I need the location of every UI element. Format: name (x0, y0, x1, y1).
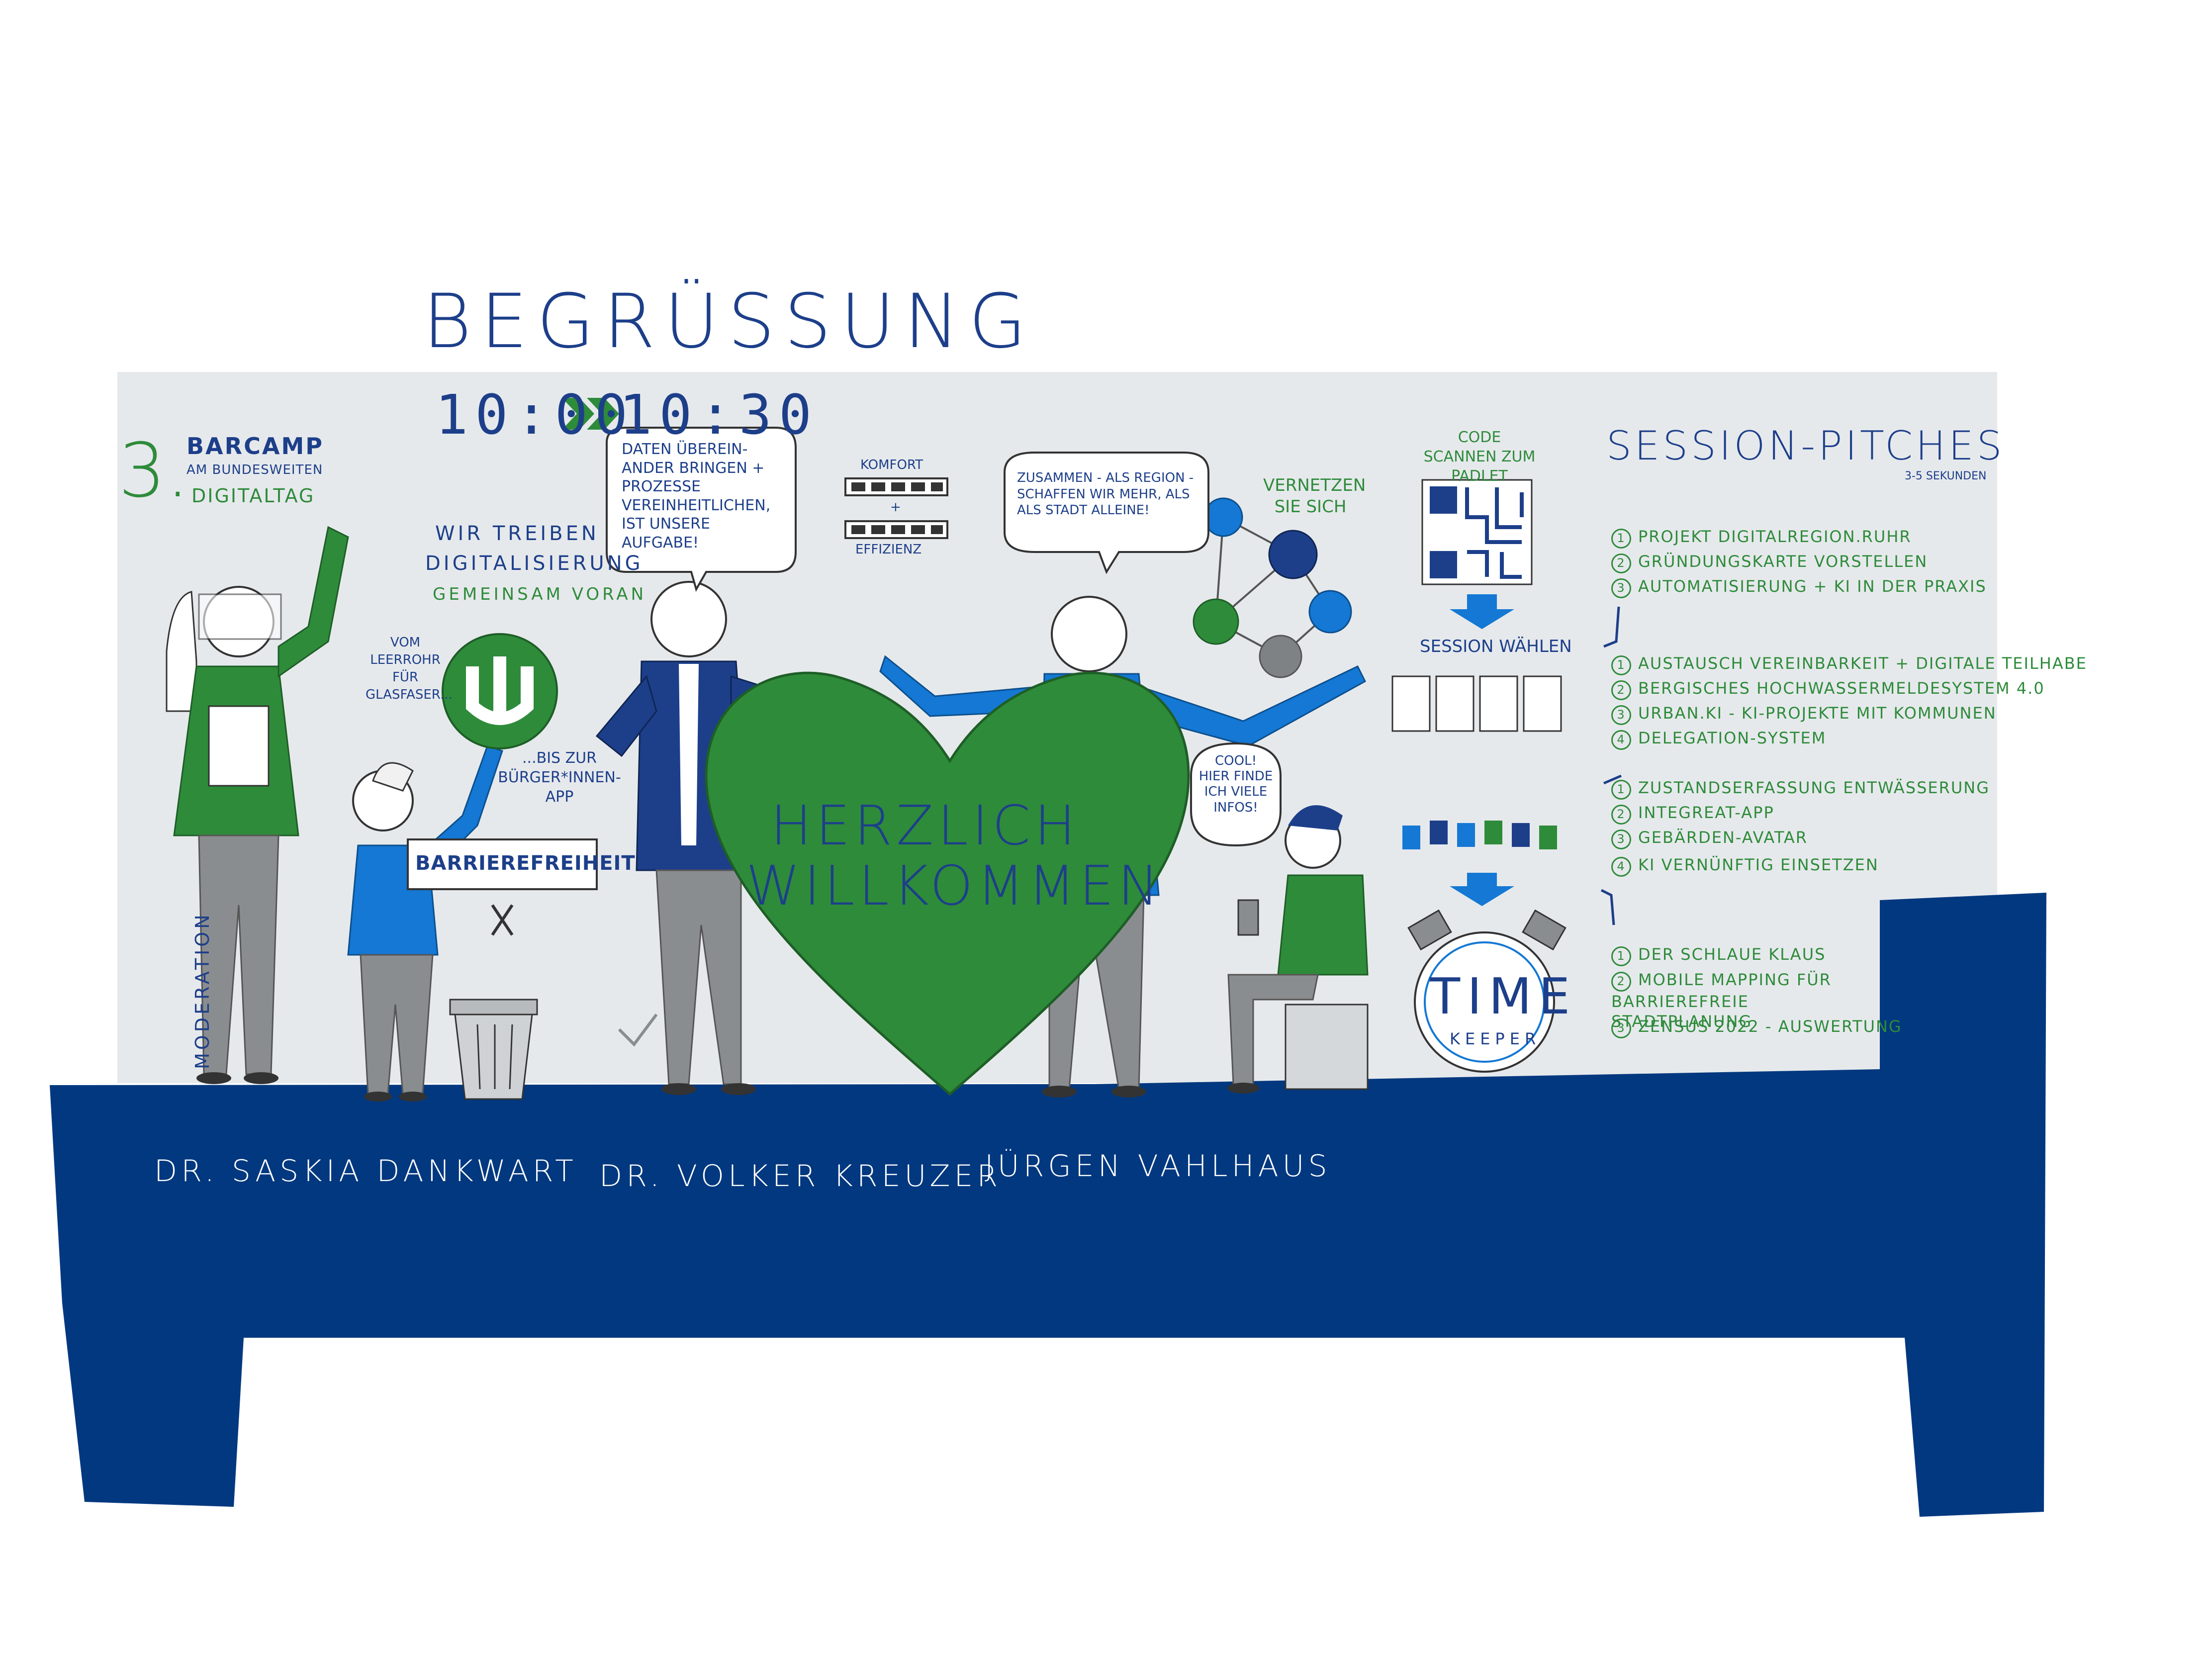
plus-label: + (890, 500, 901, 515)
session-pitches-title: SESSION-PITCHES (1606, 423, 2005, 469)
bubble-region-text: ZUSAMMEN - ALS REGION - SCHAFFEN WIR MEH… (1017, 470, 1194, 518)
arrow-down-icon (1450, 594, 1514, 629)
arrow-down-icon (1450, 873, 1514, 906)
timekeeper-word1: TIME (1430, 967, 1577, 1025)
note-buerger: ...BIS ZUR BÜRGER*INNEN-APP (498, 749, 621, 806)
network-node (1259, 635, 1302, 678)
connector-arrow-icon (1600, 889, 1615, 925)
session-vote-boxes (1391, 675, 1562, 732)
event-number: 3. (118, 428, 190, 514)
moderation-label: MODERATION (191, 912, 213, 1069)
slogan-line2: DIGITALISIERUNG (425, 552, 644, 575)
time-start: 10:00 (435, 383, 635, 447)
moderator-figure (166, 526, 349, 1084)
note-leerrohr: VOM LEERROHR FÜR GLASFASER... (366, 635, 453, 703)
vernetzen-label: VERNETZEN SIE SICH (1263, 475, 1366, 517)
barrierefreiheit-sign (407, 838, 598, 890)
navy-stage (50, 893, 2046, 1517)
raised-hands (1402, 821, 1557, 849)
connector-arrow-icon (1603, 774, 1622, 785)
seated-person-figure (1227, 805, 1369, 1094)
slogan-line1: WIR TREIBEN (435, 522, 599, 545)
komfort-bars (844, 477, 948, 539)
session-waehlen-label: SESSION WÄHLEN (1420, 637, 1572, 656)
speaker-name: JÜRGEN VAHLHAUS (985, 1149, 1331, 1184)
connector-arrow-icon (1603, 606, 1620, 648)
alarm-clock-icon (1407, 909, 1567, 1073)
timekeeper-word2: KEEPER (1450, 1029, 1541, 1048)
slogan-line3: GEMEINSAM VORAN (433, 584, 647, 604)
time-end: 10:30 (619, 383, 819, 447)
speech-bubble-daten (606, 427, 797, 592)
session-pitches-subtitle: 3-5 SEKUNDEN (1905, 470, 1987, 482)
bubble-daten-text: DATEN ÜBEREIN-ANDER BRINGEN + PROZESSE V… (622, 441, 771, 552)
speaker-name: DR. VOLKER KREUZER (599, 1159, 1002, 1194)
network-node (1268, 530, 1318, 579)
checkmark-icon (618, 1014, 658, 1047)
speaker-name: DR. SASKIA DANKWART (154, 1154, 577, 1189)
network-node (1203, 497, 1243, 537)
trash-bin (449, 904, 538, 1100)
event-line3: DIGITALTAG (191, 485, 315, 507)
event-name: BARCAMP (186, 433, 324, 460)
komfort-label: KOMFORT (860, 458, 923, 472)
qr-code-icon (1421, 479, 1533, 585)
double-arrow-icon (562, 398, 619, 430)
speech-bubble-cool (1190, 742, 1282, 847)
barrierefreiheit-label: BARRIEREFREIHEIT (415, 852, 636, 875)
code-scan-label: CODE SCANNEN ZUM PADLET (1423, 429, 1536, 485)
heart-shape (705, 671, 1190, 1096)
bubble-cool-text: COOL! HIER FINDE ICH VIELE INFOS! (1198, 753, 1273, 815)
event-line2: AM BUNDESWEITEN (186, 462, 323, 477)
heart-text: HERZLICH WILLKOMMEN (746, 794, 1163, 918)
network-node (1193, 598, 1239, 645)
speech-bubble-region (1004, 452, 1209, 574)
network-node (1308, 590, 1352, 634)
logo-circle (442, 633, 558, 749)
page-title: BEGRÜSSUNG (423, 278, 1035, 365)
effizienz-label: EFFIZIENZ (855, 542, 922, 557)
